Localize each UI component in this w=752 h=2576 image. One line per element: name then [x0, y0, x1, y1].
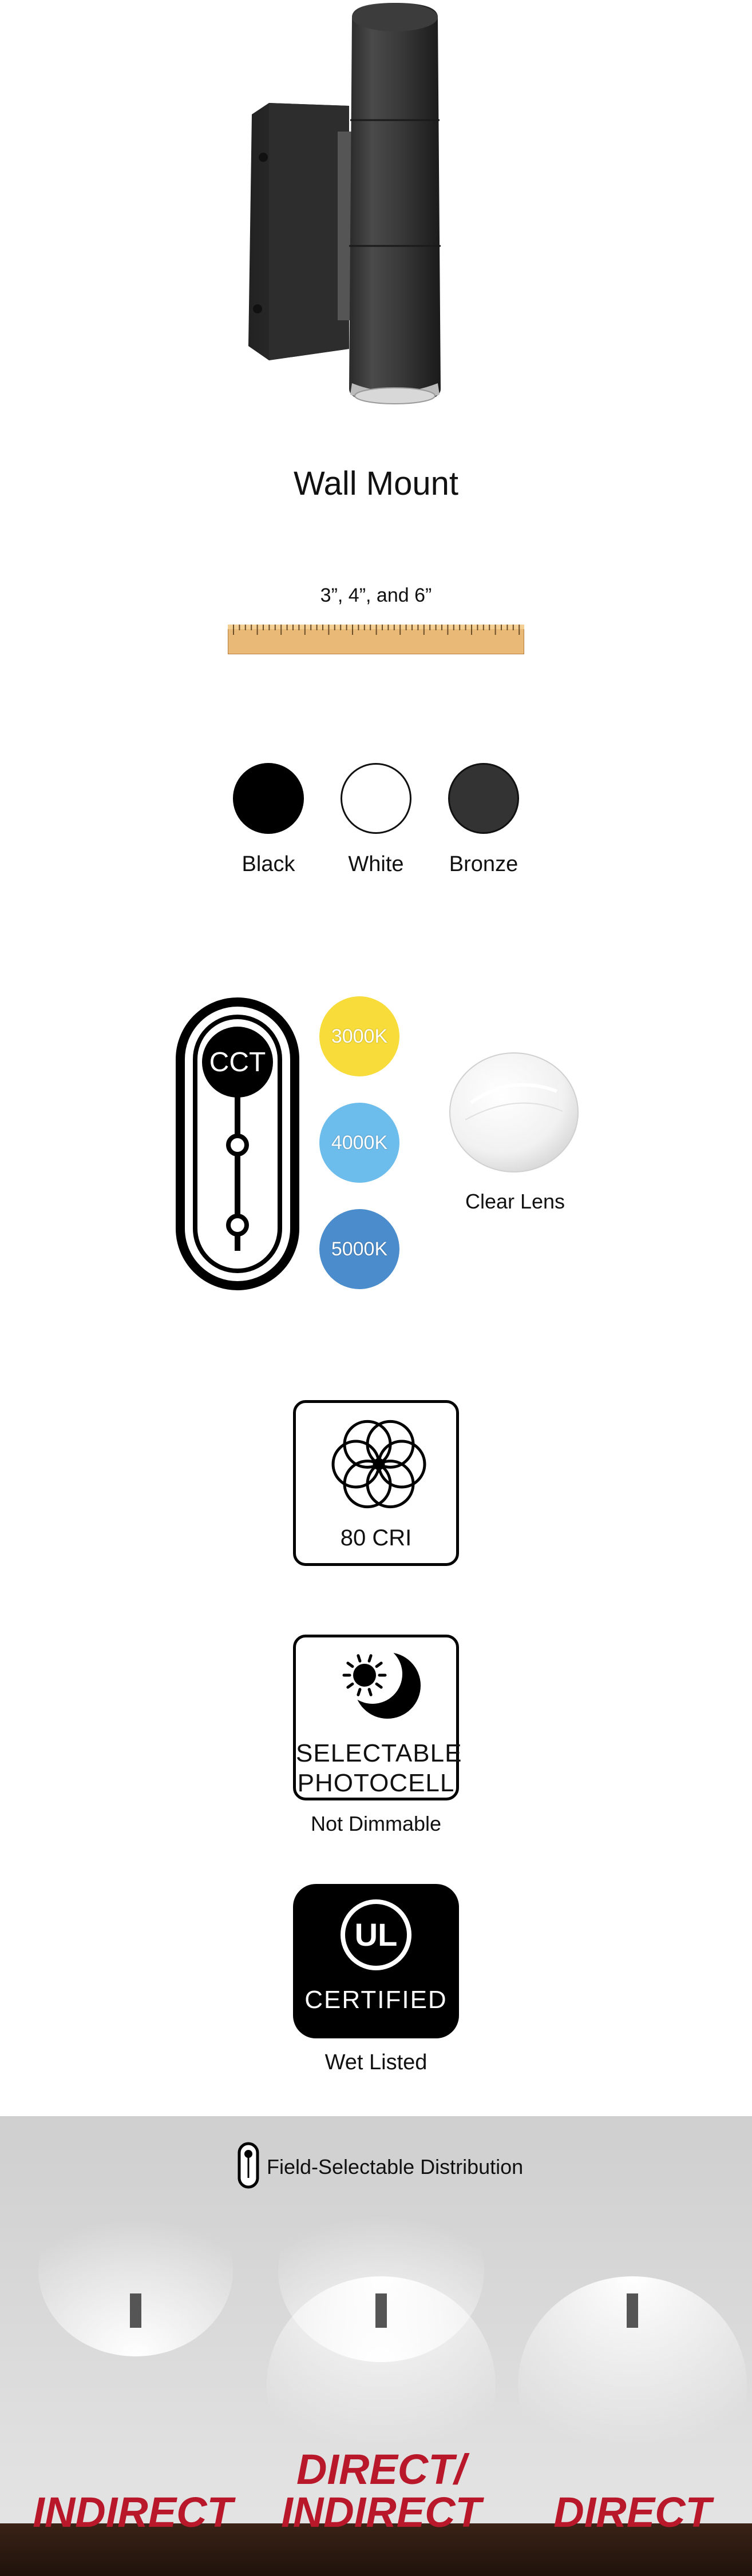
finish-label-bronze: Bronze	[449, 852, 519, 876]
clear-lens-label: Clear Lens	[465, 1190, 565, 1213]
cri-badge: 80 CRI	[293, 1400, 459, 1566]
sun-ray	[367, 1688, 373, 1696]
ul-certified-badge: UL CERTIFIED	[293, 1884, 459, 2038]
distribution-scene: INDIRECT DIRECT/ INDIRECT DIRECT	[0, 2116, 752, 2576]
distribution-mode-indirect: INDIRECT	[33, 2488, 236, 2536]
photocell-badge: SELECTABLE PHOTOCELL	[293, 1635, 462, 1800]
distribution-mode-direct-indirect-line2: INDIRECT	[281, 2488, 484, 2536]
distribution-mode-direct-indirect-line1: DIRECT/	[296, 2446, 470, 2493]
cct-option-4000k[interactable]: 4000K	[319, 1103, 399, 1183]
finish-swatch-bronze[interactable]	[448, 763, 519, 834]
cri-label: 80 CRI	[340, 1525, 412, 1551]
ruler-icon	[228, 625, 524, 654]
cct-icon-text: CCT	[209, 1047, 266, 1078]
sun-ray	[367, 1654, 373, 1663]
finish-swatch-black[interactable]	[233, 763, 304, 834]
distribution-title: Field-Selectable Distribution	[267, 2155, 524, 2179]
finish-swatch-white[interactable]	[341, 763, 411, 834]
petal	[366, 1420, 415, 1469]
dimming-label: Not Dimmable	[310, 1812, 442, 1835]
ul-logo-text: UL	[355, 1917, 398, 1953]
wet-listed-label: Wet Listed	[324, 2050, 428, 2074]
cri-flower-icon	[331, 1420, 426, 1509]
size-label: 3”, 4”, and 6”	[320, 585, 432, 606]
sun-ray	[357, 1688, 362, 1696]
cct-option-5000k[interactable]: 5000K	[319, 1209, 399, 1289]
ul-logo-icon: UL	[341, 1899, 411, 1970]
petal	[343, 1420, 392, 1469]
product-image	[248, 3, 441, 404]
finish-label-black: Black	[242, 852, 295, 876]
sun-ray	[346, 1661, 354, 1668]
sun-ray	[346, 1682, 354, 1689]
mount-type-title: Wall Mount	[294, 465, 458, 502]
sun-ray	[375, 1661, 383, 1668]
cct-option-3000k[interactable]: 3000K	[319, 996, 399, 1076]
sun-moon-icon	[342, 1647, 421, 1719]
certified-label: CERTIFIED	[304, 1986, 448, 2014]
distribution-selector-icon	[238, 2142, 259, 2189]
photocell-label-line2: PHOTOCELL	[297, 1769, 455, 1797]
finish-label-white: White	[348, 852, 404, 876]
cct-selector-icon: CCT	[176, 997, 299, 1290]
distribution-mode-direct: DIRECT	[553, 2488, 714, 2536]
sun-ray	[375, 1682, 383, 1689]
clear-lens-icon	[449, 1052, 579, 1172]
sun-ray	[357, 1654, 362, 1663]
photocell-label-line1: SELECTABLE	[296, 1739, 462, 1767]
